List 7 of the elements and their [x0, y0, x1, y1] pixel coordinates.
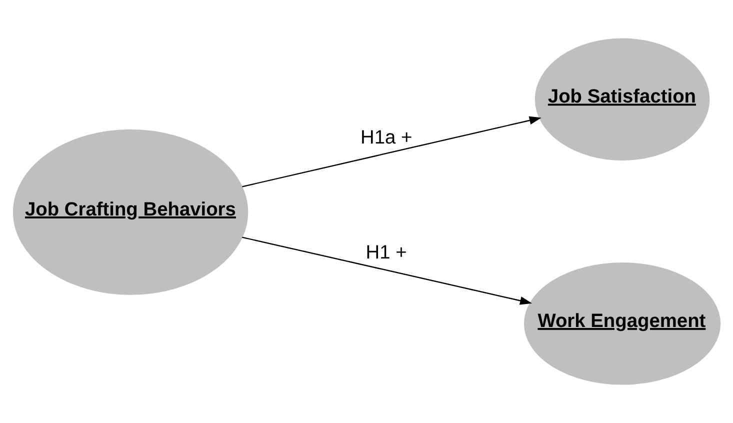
edge-label: H1 +: [366, 242, 407, 264]
arrow: [242, 116, 542, 188]
node-ellipse: Job Satisfaction: [534, 38, 710, 161]
node-ellipse: Job Crafting Behaviors: [12, 129, 248, 295]
edge-label: H1a +: [360, 128, 412, 148]
node-ellipse: Work Engagement: [524, 262, 721, 385]
arrow: [242, 236, 532, 305]
